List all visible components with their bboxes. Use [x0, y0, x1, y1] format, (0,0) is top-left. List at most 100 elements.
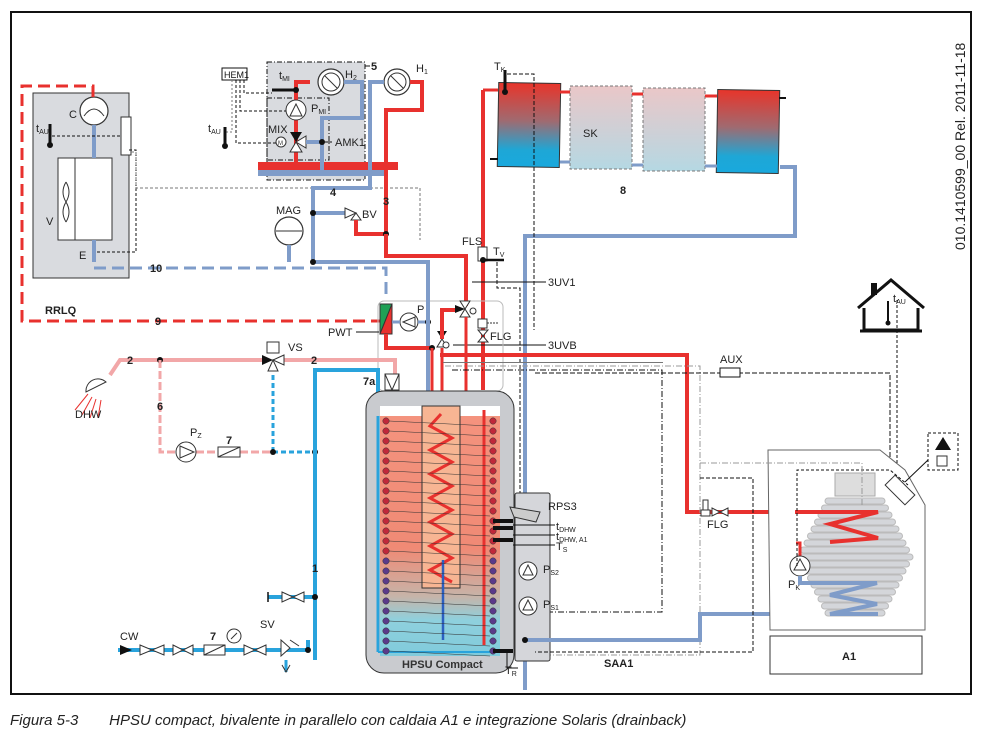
cw-label: CW	[120, 631, 139, 643]
pk-label: PK	[788, 579, 800, 592]
coil-line	[388, 630, 491, 637]
coil-turn	[382, 587, 390, 595]
ps2-label: PS2	[543, 564, 559, 577]
safety-valve-icon	[280, 638, 300, 674]
flow-guard-icon	[476, 329, 490, 343]
solar-number-8: 8	[620, 185, 626, 197]
refrigerant-line-9	[20, 84, 380, 323]
rrlq-label: RRLQ	[45, 305, 77, 317]
mix-temp-label: tMI	[279, 70, 290, 83]
coil-turn	[489, 447, 497, 455]
coil-line	[388, 550, 491, 557]
coil-line	[388, 620, 491, 627]
coil-line	[388, 640, 491, 647]
filter-7-icon	[203, 644, 226, 656]
coil-line	[388, 530, 491, 537]
coil-line	[388, 580, 491, 587]
tank-label: HPSU Compact	[402, 659, 483, 671]
heater-h1-icon	[383, 68, 411, 96]
pipe-label-6: 6	[157, 401, 163, 413]
tdhw-label: tDHW	[556, 521, 576, 534]
figure-number: Figura 5-3	[10, 712, 79, 729]
pwt-label: PWT	[328, 327, 353, 339]
check-valve-7a-icon	[384, 373, 400, 391]
house-icon	[857, 278, 925, 333]
boiler-rib	[803, 567, 907, 575]
compressor-icon	[79, 96, 109, 126]
mix-temp-sensor-icon	[272, 87, 299, 93]
heater-h2-label: H2	[345, 69, 357, 82]
diagram-frame	[10, 11, 972, 695]
mix-valve-label: MIX	[268, 124, 288, 136]
outdoor-temp-label: tAU	[36, 123, 49, 136]
coil-line	[388, 540, 491, 547]
coil-line	[388, 420, 491, 427]
house-temp-label: tAU	[893, 293, 906, 306]
coil-line	[388, 560, 491, 567]
coil-turn	[489, 567, 497, 575]
outdoor-temp-sensor-icon	[222, 127, 228, 149]
coil-turn	[382, 517, 390, 525]
coil-turn	[382, 497, 390, 505]
uvb-label: 3UVB	[548, 340, 577, 352]
tank-coils	[382, 417, 497, 657]
mixing-valve-vs-icon	[262, 341, 285, 372]
figure-title: HPSU compact, bivalente in parallelo con…	[109, 712, 687, 729]
uv1-label: 3UV1	[548, 277, 576, 289]
coil-turn	[382, 577, 390, 585]
coil-turn	[382, 437, 390, 445]
tv-label: TV	[493, 246, 505, 259]
coil-line	[388, 460, 491, 467]
ts-label: TS	[556, 541, 568, 554]
outdoor-unit: C tAU V E	[32, 92, 421, 279]
coil-line	[388, 600, 491, 607]
coil-turn	[382, 467, 390, 475]
rps3-label: RPS3	[548, 501, 577, 513]
coil-turn	[382, 417, 390, 425]
fls-label: FLS	[462, 236, 482, 248]
coil-turn	[489, 577, 497, 585]
coil-turn	[489, 607, 497, 615]
pipe-label-10: 10	[150, 263, 162, 275]
coil-turn	[489, 487, 497, 495]
coil-turn	[382, 477, 390, 485]
svg-text:M: M	[278, 141, 283, 147]
coil-turn	[382, 627, 390, 635]
coil-turn	[489, 587, 497, 595]
tr-label: TR	[505, 665, 517, 678]
boiler-rib	[796, 553, 914, 561]
pipe-label-1: 1	[312, 563, 318, 575]
flg-top-label: FLG	[490, 331, 511, 343]
mag-label: MAG	[276, 205, 301, 217]
expansion-vessel-icon	[274, 216, 304, 246]
coil-line	[388, 480, 491, 487]
document-id: 010.1410599_00 Rel. 2011-11-18	[952, 42, 968, 250]
figure-caption: Figura 5-3 HPSU compact, bivalente in pa…	[10, 712, 686, 729]
solar-pump-ps1-icon	[518, 596, 538, 616]
cold-water-pipe-1	[313, 368, 380, 660]
fan-icon	[62, 181, 70, 223]
hem-outdoor-temp-label: tAU	[208, 123, 221, 136]
mixer-module: M tMI PMI MIX AMK1 H2 5	[258, 61, 398, 181]
solar-collectors: TK SK 8	[481, 61, 797, 690]
coil-turn	[489, 627, 497, 635]
coil-turn	[489, 637, 497, 645]
h1-return-pipe	[311, 80, 430, 300]
coil-turn	[489, 417, 497, 425]
dhw-pipe-2	[108, 358, 262, 377]
amk1-label: AMK1	[335, 137, 365, 149]
flg-boiler-icon	[700, 499, 729, 517]
coil-line	[388, 650, 491, 657]
coil-turn	[489, 597, 497, 605]
coil-turn	[382, 457, 390, 465]
coil-turn	[489, 437, 497, 445]
shower-icon	[74, 378, 107, 419]
mixer-pump-label: PMI	[311, 103, 326, 116]
refrigerant-line-10	[94, 266, 388, 300]
boiler-rib	[807, 574, 903, 582]
hem1-controller: HEM1	[221, 67, 286, 144]
coil-turn	[382, 567, 390, 575]
circulation-pipe-6	[158, 360, 175, 454]
solar-pump-ps2-icon	[518, 561, 538, 581]
coil-turn	[382, 607, 390, 615]
